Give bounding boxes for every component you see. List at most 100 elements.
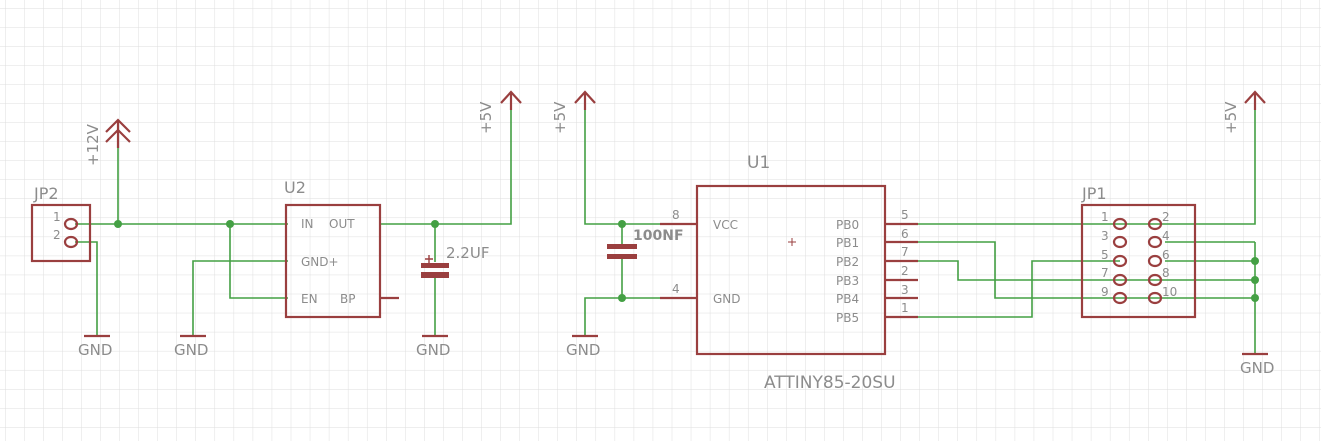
jp1-pin-label: 3	[1101, 229, 1109, 243]
jp1-pad	[1147, 273, 1163, 287]
u2-pin-bp: BP	[340, 292, 355, 306]
junction-dot	[1251, 257, 1259, 265]
u1-pin-num: 1	[901, 301, 909, 315]
supply-arrow-icon	[1244, 90, 1266, 110]
junction-dot	[431, 220, 439, 228]
u1-pin-num: 6	[901, 227, 909, 241]
u1-pin-vcc: VCC	[713, 218, 738, 232]
wire-pb0	[885, 100, 1256, 225]
u1-pin-pb0: PB0	[836, 218, 859, 232]
u1-pin-num: 8	[672, 208, 680, 222]
jp1-pad	[1112, 254, 1128, 268]
jp2-pin-label: 1	[53, 210, 61, 224]
junction-dot	[114, 220, 122, 228]
u1-pin-lines	[885, 222, 918, 319]
mcu-u1: U1 8 4 VCC GND PB0 PB1 PB2 PB3 PB4 PB5 5…	[660, 153, 918, 393]
wire-pb2	[885, 260, 1255, 281]
jp1-pin-label: 6	[1162, 248, 1170, 262]
jp1-pad	[1147, 254, 1163, 268]
jp2-pin-label: 2	[53, 228, 61, 242]
connector-jp2: JP2 1 2	[30, 184, 92, 263]
jp1-pin-label: 4	[1162, 229, 1170, 243]
supply-arrow-icon	[105, 118, 131, 148]
u1-pin-pb2: PB2	[836, 255, 859, 269]
power-12v: +12V	[84, 118, 131, 166]
junctions	[114, 220, 1259, 302]
connector-jp1: JP1 1 3 5 7 9 2 4 6 8 10	[1080, 184, 1197, 319]
wire-en-tie	[229, 224, 288, 299]
u1-value: ATTINY85-20SU	[764, 373, 896, 393]
u1-body	[695, 184, 887, 356]
label-5v: +5V	[551, 101, 569, 134]
jp1-pad	[1112, 291, 1128, 305]
junction-dot	[618, 220, 626, 228]
wire-u2-gnd	[192, 260, 288, 336]
regulator-u2: U2 IN OUT GND+ EN BP	[284, 178, 399, 319]
junction-dot	[1251, 294, 1259, 302]
c2-value: 100NF	[633, 228, 684, 244]
u1-pin-pb1: PB1	[836, 236, 859, 250]
jp1-pad	[1112, 217, 1128, 231]
wire-vcc	[584, 100, 697, 225]
wire-5v-out	[380, 100, 512, 225]
jp1-pin-label: 5	[1101, 248, 1109, 262]
jp1-pin-label: 2	[1162, 210, 1170, 224]
capacitor-c1: 2.2UF	[421, 244, 489, 278]
power-5v-header: +5V	[1222, 90, 1266, 134]
wire-jp2-gnd	[75, 241, 98, 336]
u2-pin-en: EN	[301, 292, 318, 306]
u2-pin-gnd: GND+	[301, 255, 339, 269]
u2-name: U2	[284, 178, 306, 197]
junction-dot	[1251, 276, 1259, 284]
c1-plate	[421, 272, 449, 278]
u2-pin-out: OUT	[329, 217, 355, 231]
jp1-pin-label: 8	[1162, 266, 1170, 280]
origin-cross-icon	[788, 238, 796, 246]
u1-pin-pb5: PB5	[836, 311, 859, 325]
c1-value: 2.2UF	[446, 244, 489, 262]
gnd-c1: GND	[416, 334, 450, 359]
label-5v: +5V	[1222, 101, 1240, 134]
c2-plate	[607, 254, 637, 259]
label-gnd: GND	[1240, 359, 1274, 377]
jp2-pad	[63, 235, 79, 249]
gnd-header: GND	[1240, 352, 1274, 377]
c2-plate	[607, 244, 637, 249]
u1-pin-num: 5	[901, 208, 909, 222]
gnd-jp2: GND	[78, 334, 112, 359]
junction-dot	[618, 294, 626, 302]
u1-pin-gnd: GND	[713, 292, 741, 306]
u1-pin-num: 7	[901, 245, 909, 259]
jp2-name: JP2	[33, 184, 59, 203]
supply-arrow-icon	[574, 90, 596, 110]
polarity-plus-icon	[425, 255, 433, 263]
junction-dot	[226, 220, 234, 228]
label-5v: +5V	[477, 101, 495, 134]
label-gnd: GND	[174, 341, 208, 359]
jp1-pad	[1147, 235, 1163, 249]
jp1-pad	[1147, 291, 1163, 305]
gnd-u2: GND	[174, 334, 208, 359]
power-5v-mcu: +5V	[551, 90, 596, 134]
u1-pin-pb4: PB4	[836, 292, 859, 306]
jp1-pad	[1112, 273, 1128, 287]
jp1-pin-label: 9	[1101, 285, 1109, 299]
jp1-pad	[1147, 217, 1163, 231]
u1-pin-num: 2	[901, 264, 909, 278]
power-5v-regulator: +5V	[477, 90, 522, 134]
u2-pin-in: IN	[301, 217, 314, 231]
jp2-body	[30, 203, 92, 263]
label-gnd: GND	[566, 341, 600, 359]
u2-body	[284, 203, 382, 319]
label-gnd: GND	[78, 341, 112, 359]
wires	[75, 100, 1256, 354]
c1-plate	[421, 263, 449, 268]
u1-name: U1	[747, 153, 770, 173]
supply-arrow-icon	[500, 90, 522, 110]
label-12v: +12V	[84, 123, 102, 166]
u1-pin-num: 3	[901, 283, 909, 297]
label-gnd: GND	[416, 341, 450, 359]
